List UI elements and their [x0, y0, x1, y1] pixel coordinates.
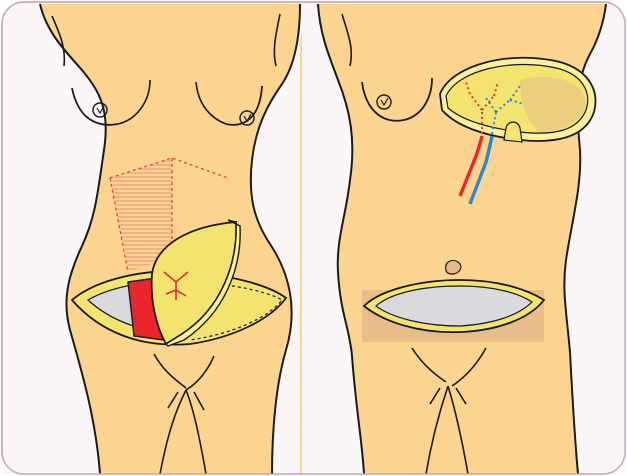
left-panel-anterior-view [3, 0, 306, 474]
navel [446, 260, 461, 274]
flap-pedicle-tab [504, 122, 522, 142]
right-panel-flap-transfer-view [308, 4, 625, 474]
